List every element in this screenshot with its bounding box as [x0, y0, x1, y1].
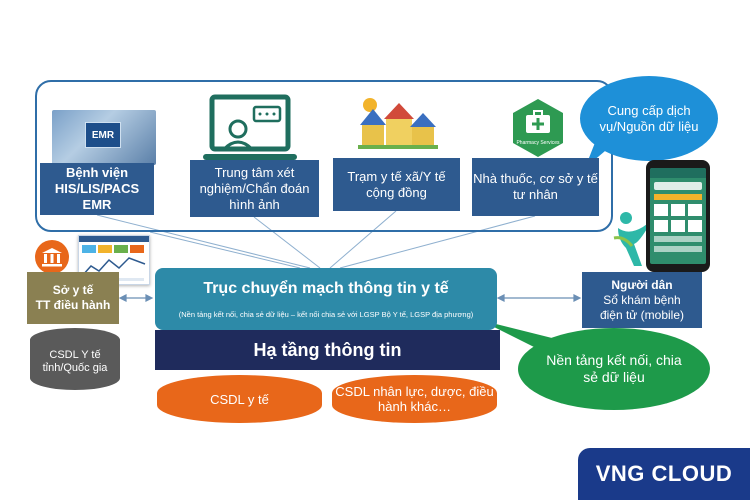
infrastructure-bar: Hạ tầng thông tin [155, 330, 500, 370]
hospital-box: Bệnh viện HIS/LIS/PACS EMR [40, 163, 154, 215]
lab-monitor-icon [203, 94, 297, 160]
hub-subtitle: (Nền tảng kết nối, chia sẻ dữ liệu – kết… [178, 310, 474, 319]
hub-title: Trục chuyển mạch thông tin y tế [203, 280, 449, 297]
citizen-line2: Sổ khám bệnh [603, 292, 681, 307]
vng-cloud-logo: VNG CLOUD [578, 448, 750, 500]
pharmacy-badge-text: Pharmacy Services [516, 140, 560, 146]
phone-screen [650, 168, 706, 264]
citizen-box: Người dân Sổ khám bệnh điện tử (mobile) [582, 272, 702, 328]
health-database-cylinder: CSDL y tế [157, 375, 322, 423]
houses-icon [358, 98, 438, 149]
data-sources-frame [35, 80, 613, 232]
health-information-switching-hub: Trục chuyển mạch thông tin y tế (Nền tản… [155, 268, 497, 330]
health-department-box: Sở y tế TT điều hành [27, 272, 119, 324]
emr-badge: EMR [85, 122, 121, 148]
commune-box: Trạm y tế xã/Y tế cộng đồng [333, 158, 460, 211]
hospital-label-line2: HIS/LIS/PACS [54, 181, 140, 196]
health-department-line1: Sở y tế [52, 283, 94, 297]
lab-box: Trung tâm xét nghiệm/Chẩn đoán hình ảnh [190, 160, 319, 217]
health-department-line2: TT điều hành [35, 298, 111, 312]
citizen-line3: điện tử (mobile) [599, 307, 685, 322]
pharmacy-box: Nhà thuốc, cơ sở y tế tư nhân [472, 158, 599, 216]
hospital-label-line3: EMR [82, 197, 112, 212]
other-database-cylinder: CSDL nhân lực, dược, điều hành khác… [332, 375, 497, 423]
provincial-database-cylinder: CSDL Y tế tỉnh/Quốc gia [30, 328, 120, 390]
citizen-line1: Người dân [611, 277, 673, 292]
connection-platform-bubble: Nền tảng kết nối, chia sẻ dữ liệu [518, 328, 710, 410]
person-figure-icon [613, 212, 652, 266]
service-provider-bubble: Cung cấp dịch vụ/Nguồn dữ liệu [580, 76, 718, 161]
government-building-icon [35, 240, 69, 274]
mobile-phone [646, 160, 710, 272]
hospital-label-line1: Bệnh viện [65, 165, 129, 180]
pharmacy-icon [513, 99, 563, 157]
